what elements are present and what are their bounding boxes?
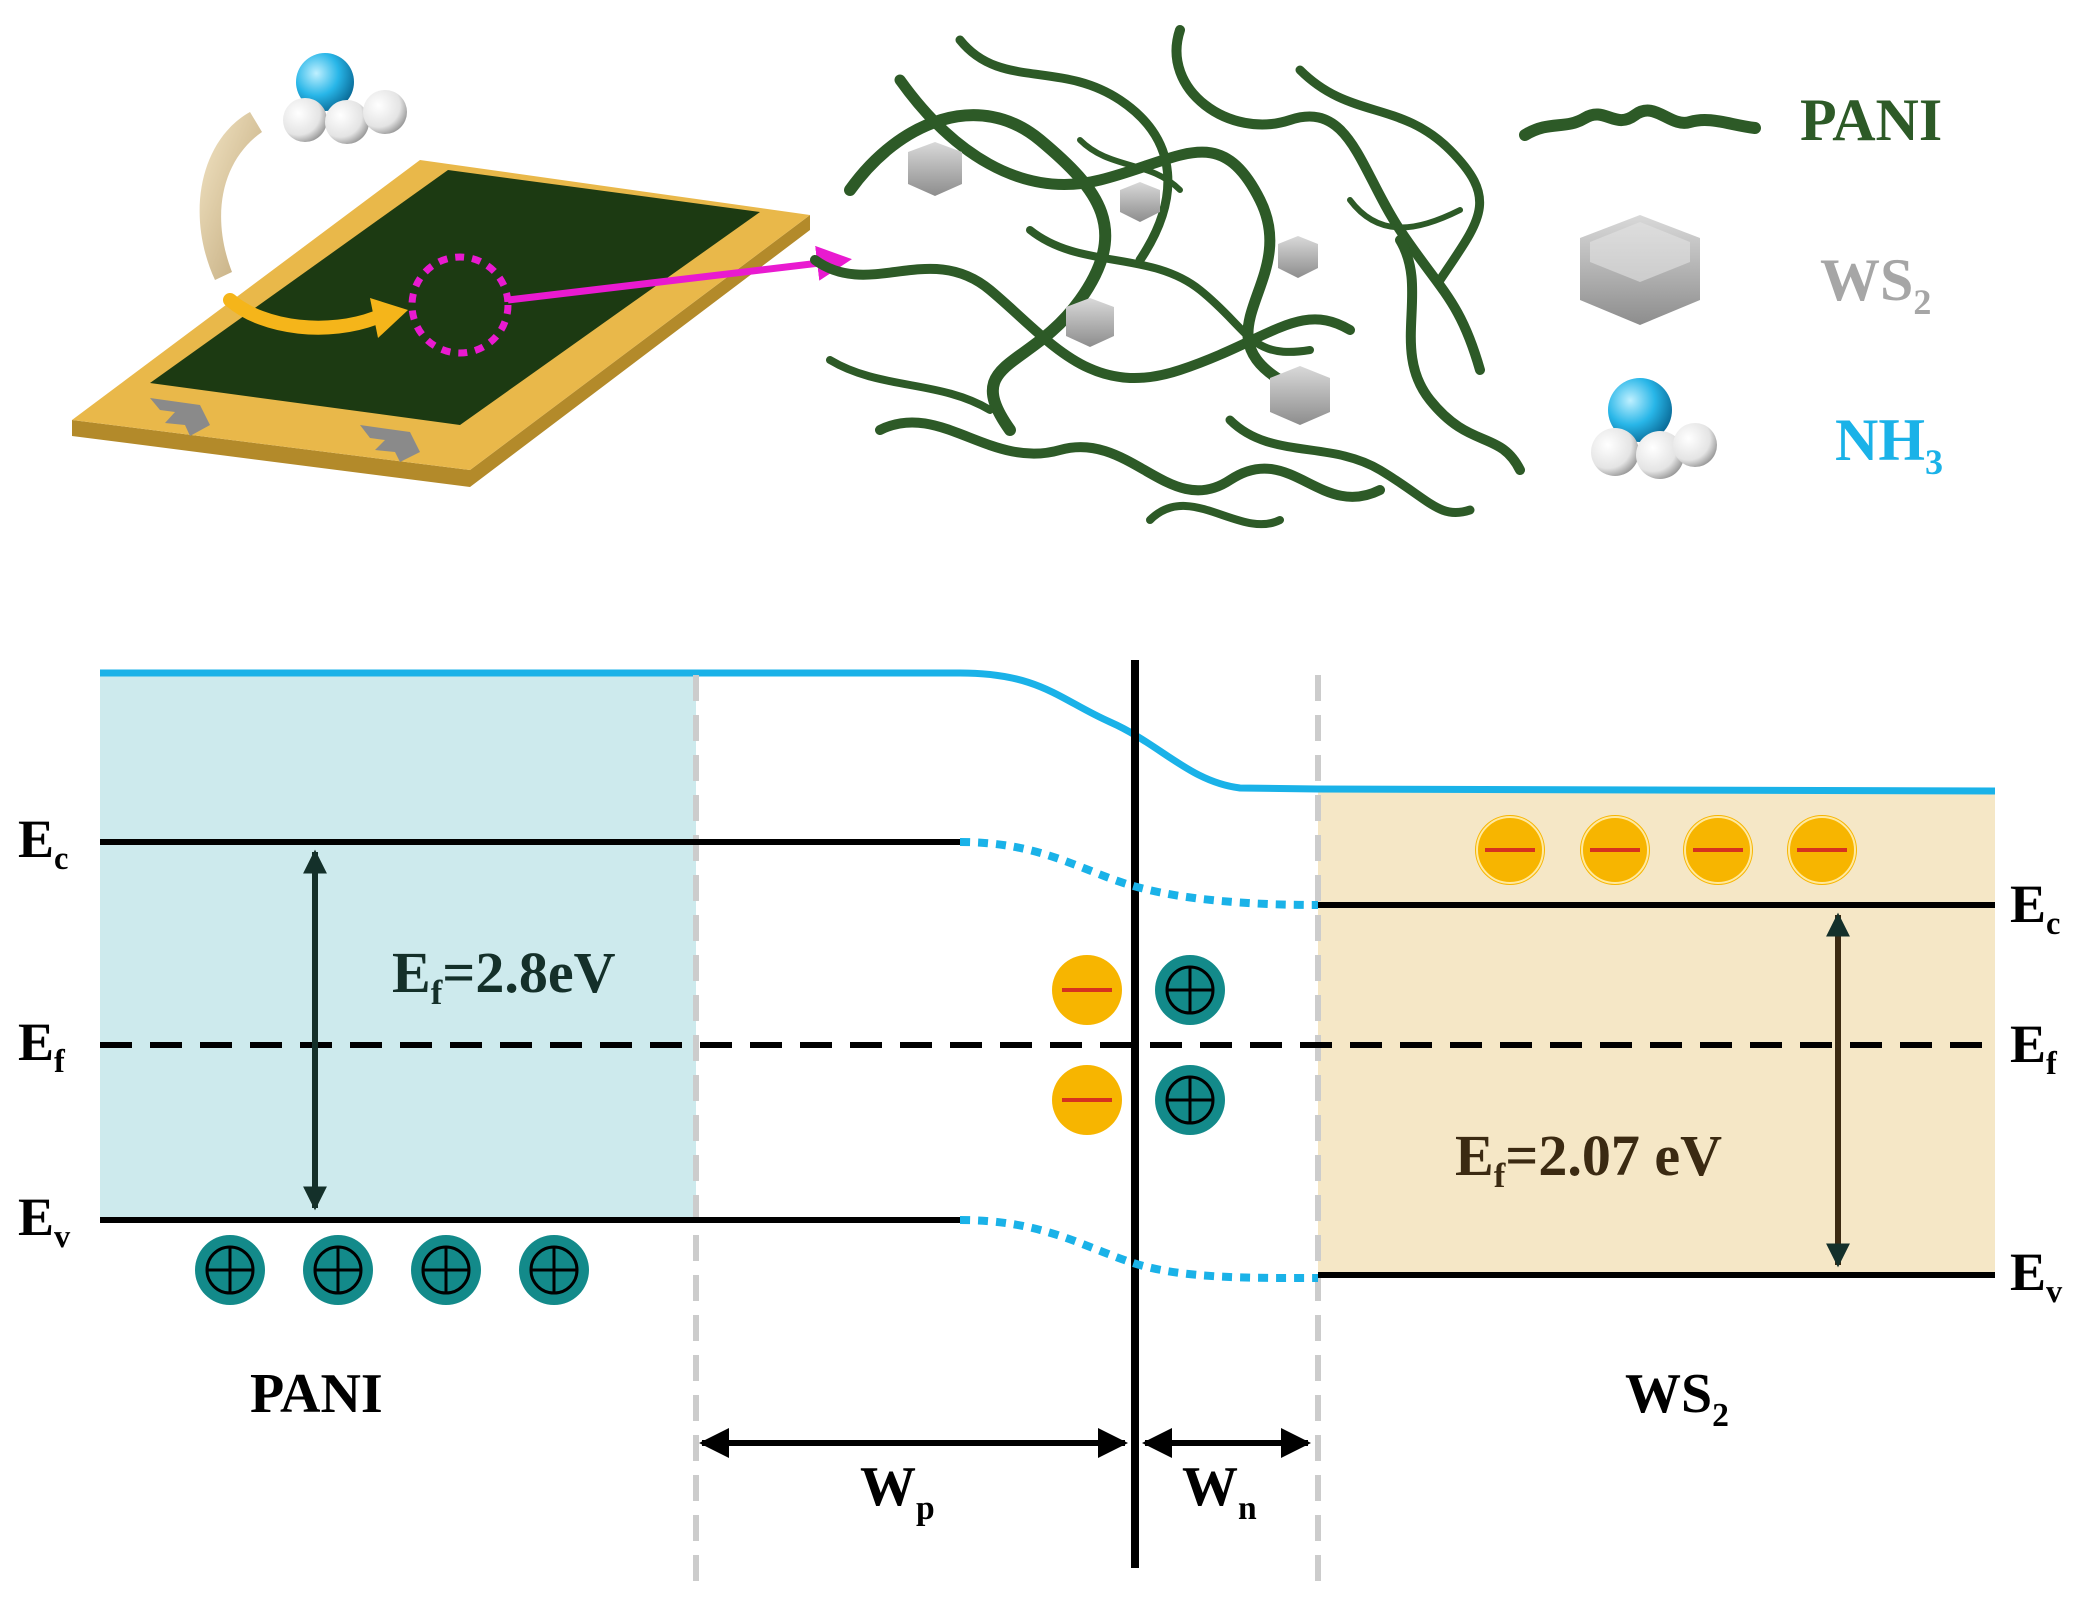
junction-charges	[1052, 955, 1225, 1135]
pani-chain	[894, 74, 1286, 386]
nh3-legend-icon	[1591, 378, 1717, 479]
ws2-legend-icon	[1580, 215, 1700, 325]
vacuum-level-line	[100, 669, 1996, 795]
pani-chain	[1347, 197, 1463, 231]
sensing-film	[150, 170, 760, 425]
ws2-name-label: WS2	[1625, 1363, 1729, 1434]
pani-chain	[810, 255, 1355, 384]
ws2-ec-label: Ec	[2010, 874, 2060, 942]
pani-chain	[1295, 65, 1485, 285]
electrode-right	[360, 425, 420, 462]
pani-chain	[1026, 226, 1314, 356]
pani-ef-label: Ef	[18, 1012, 66, 1080]
pani-chain	[1395, 235, 1525, 475]
sensor-device	[72, 53, 852, 487]
electron	[1475, 815, 1545, 885]
pani-ev-label: Ev	[18, 1187, 71, 1255]
electrode-left	[150, 398, 210, 436]
zoom-circle	[408, 253, 512, 357]
ws2-gap-label: Ef=2.07 eV	[1455, 1123, 1722, 1195]
pani-ws2-network	[810, 25, 1525, 529]
legend-pani-label: PANI	[1800, 87, 1942, 153]
adsorption-arrow	[223, 293, 382, 335]
nh3-molecule-top	[283, 53, 407, 144]
adsorption-arrowhead	[370, 298, 408, 338]
ws2-region	[1318, 789, 1995, 1274]
pani-chain	[1225, 415, 1475, 518]
pani-chain	[1171, 25, 1485, 375]
legend: PANI WS2 NH3	[1519, 87, 1943, 482]
wn-label: Wn	[1182, 1456, 1257, 1527]
pani-name-label: PANI	[250, 1363, 383, 1425]
pani-ec-label: Ec	[18, 809, 68, 877]
electron	[1052, 1065, 1122, 1135]
pani-chain	[1077, 137, 1183, 193]
pani-chain	[826, 356, 994, 414]
electron	[1683, 815, 1753, 885]
electron	[1052, 955, 1122, 1025]
pani-region	[100, 675, 696, 1220]
adsorption-curve	[199, 112, 262, 280]
hole	[303, 1235, 373, 1305]
legend-nh3-label: NH3	[1835, 407, 1943, 482]
hole	[411, 1235, 481, 1305]
pani-legend-icon	[1519, 104, 1761, 141]
pani-chain	[1146, 502, 1284, 529]
hole	[1155, 1065, 1225, 1135]
electron	[1787, 815, 1857, 885]
hole	[1155, 955, 1225, 1025]
band-diagram: Ef=2.8eV Ef=2.07 eV Ec Ef Ev Ec Ef Ev PA…	[18, 660, 2063, 1590]
legend-ws2-label: WS2	[1820, 247, 1931, 322]
zoom-arrow	[507, 245, 852, 304]
hole	[195, 1235, 265, 1305]
hole	[519, 1235, 589, 1305]
ws2-ev-label: Ev	[2010, 1242, 2063, 1310]
pani-chain	[955, 35, 1173, 265]
ws2-electrons	[1475, 815, 1857, 885]
pani-gap-label: Ef=2.8eV	[392, 940, 616, 1012]
pani-chain	[875, 417, 1385, 502]
pani-holes	[195, 1235, 589, 1305]
ws2-flake	[908, 142, 1330, 425]
electron	[1580, 815, 1650, 885]
wp-label: Wp	[860, 1456, 935, 1527]
ws2-ef-label: Ef	[2010, 1014, 2058, 1082]
